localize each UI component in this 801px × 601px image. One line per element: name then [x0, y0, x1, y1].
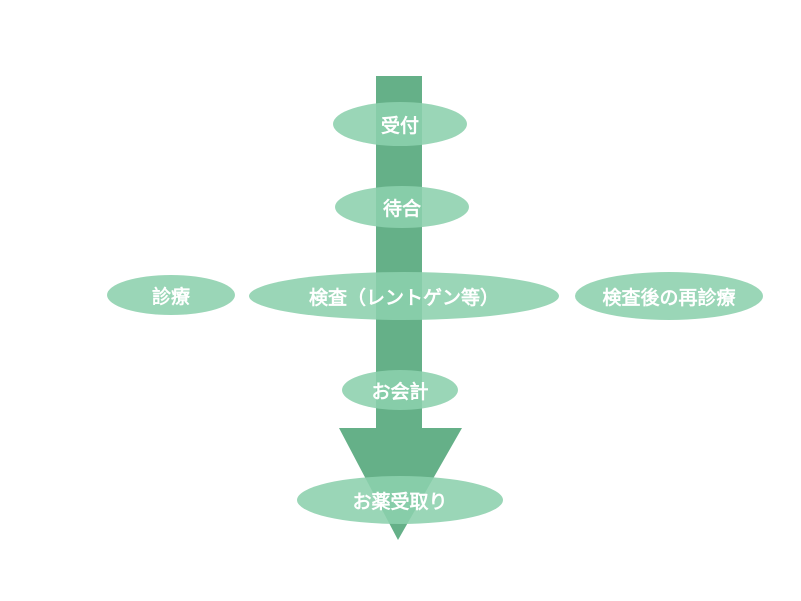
node-re-consultation: 検査後の再診療 [575, 272, 763, 320]
node-waiting: 待合 [335, 186, 469, 228]
node-examination: 検査（レントゲン等） [249, 272, 559, 320]
node-consultation: 診療 [107, 275, 235, 315]
node-reception: 受付 [333, 102, 467, 146]
node-medicine: お薬受取り [297, 476, 503, 524]
node-payment: お会計 [342, 370, 458, 410]
